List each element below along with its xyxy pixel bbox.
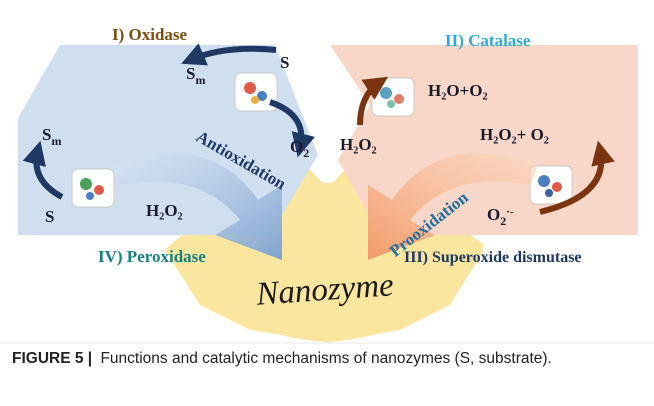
peroxidase-cycle-arrow xyxy=(22,140,64,200)
figure-caption: FIGURE 5 | Functions and catalytic mecha… xyxy=(12,348,632,370)
peroxidase-h2o2: H₂O₂ xyxy=(146,201,183,220)
catalase-label: II) Catalase xyxy=(445,31,531,50)
oxidase-cycle-arrow-top xyxy=(181,43,277,66)
peroxidase-product: Sm xyxy=(42,125,61,148)
figure-separator: | xyxy=(87,350,93,367)
antioxidation-arrow xyxy=(112,153,282,260)
sod-label: III) Superoxide dismutase xyxy=(404,249,582,266)
catalase-cycle-arrow xyxy=(357,76,389,126)
oxidase-substrate: S xyxy=(280,53,289,72)
sod-product: H₂O₂+ O₂ xyxy=(480,125,549,144)
peroxidase-label: IV) Peroxidase xyxy=(98,247,206,266)
sod-cycle-arrow xyxy=(539,140,615,215)
figure-label: FIGURE 5 xyxy=(12,350,84,367)
prooxidation-arrow xyxy=(368,153,538,260)
catalase-reactant: H₂O₂ xyxy=(340,135,377,154)
sod-superoxide: O2·- xyxy=(487,205,514,228)
catalase-product: H₂O+O₂ xyxy=(428,81,488,100)
peroxidase-substrate: S xyxy=(45,207,54,226)
oxidase-product: Sm xyxy=(186,64,205,87)
peroxidase-nanozyme-image xyxy=(71,168,115,208)
oxidase-label: I) Oxidase xyxy=(112,25,188,44)
caption-text: Functions and catalytic mechanisms of na… xyxy=(100,350,552,367)
sod-nanozyme-image xyxy=(529,165,573,205)
oxidase-cycle-arrow-right xyxy=(268,99,316,158)
oxidase-nanozyme-image xyxy=(234,72,278,112)
oxidase-oxygen: O2 xyxy=(290,137,309,160)
